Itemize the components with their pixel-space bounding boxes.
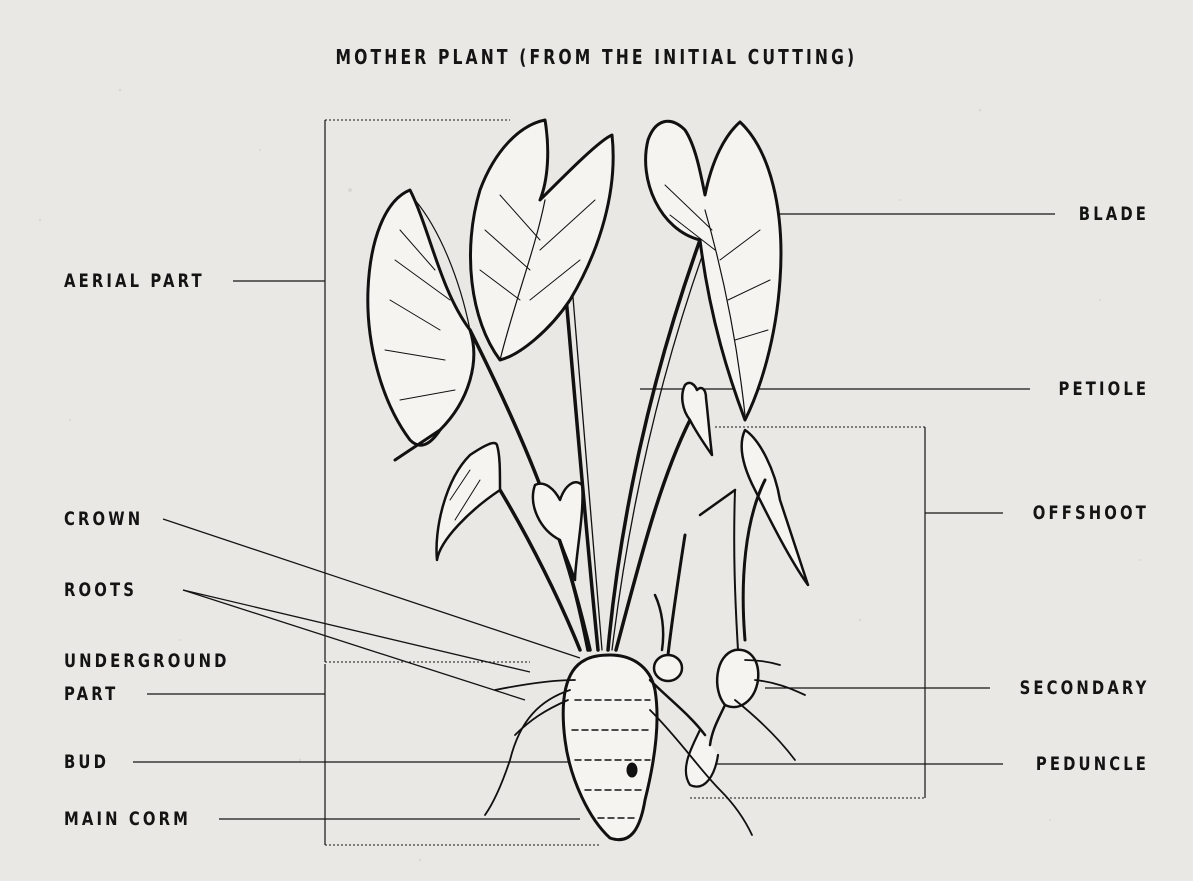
peduncles <box>650 680 725 745</box>
roots-leader-lower <box>183 590 525 700</box>
underground-part-bracket <box>147 664 600 845</box>
label-aerial-part: AERIAL PART <box>64 268 205 294</box>
label-blade: BLADE <box>1079 201 1149 227</box>
label-crown: CROWN <box>64 506 143 532</box>
label-roots: ROOTS <box>64 577 137 603</box>
leaf-small-left <box>437 443 500 560</box>
label-main-corm: MAIN CORM <box>64 806 191 832</box>
crown-leader <box>163 519 580 658</box>
label-underground-part-line1: UNDERGROUND <box>64 648 230 674</box>
leaf-offshoot-right <box>700 430 808 650</box>
roots-leader-upper <box>183 590 530 672</box>
label-offshoot: OFFSHOOT <box>1033 500 1149 526</box>
label-peduncle: PEDUNCLE <box>1036 751 1149 777</box>
label-underground-part-line2: PART <box>64 681 118 707</box>
taro-plant-illustration <box>368 120 808 840</box>
diagram-title: MOTHER PLANT (FROM THE INITIAL CUTTING) <box>131 45 1062 69</box>
shoot-small <box>668 535 685 655</box>
leaf-large-center <box>470 120 613 360</box>
main-corm <box>563 655 657 840</box>
label-bud: BUD <box>64 749 109 775</box>
label-secondary: SECONDARY <box>1019 675 1149 701</box>
leaf-small-offshoot <box>682 383 712 455</box>
leaf-large-left <box>368 190 474 460</box>
label-petiole: PETIOLE <box>1058 376 1149 402</box>
secondary-corms <box>654 650 758 787</box>
